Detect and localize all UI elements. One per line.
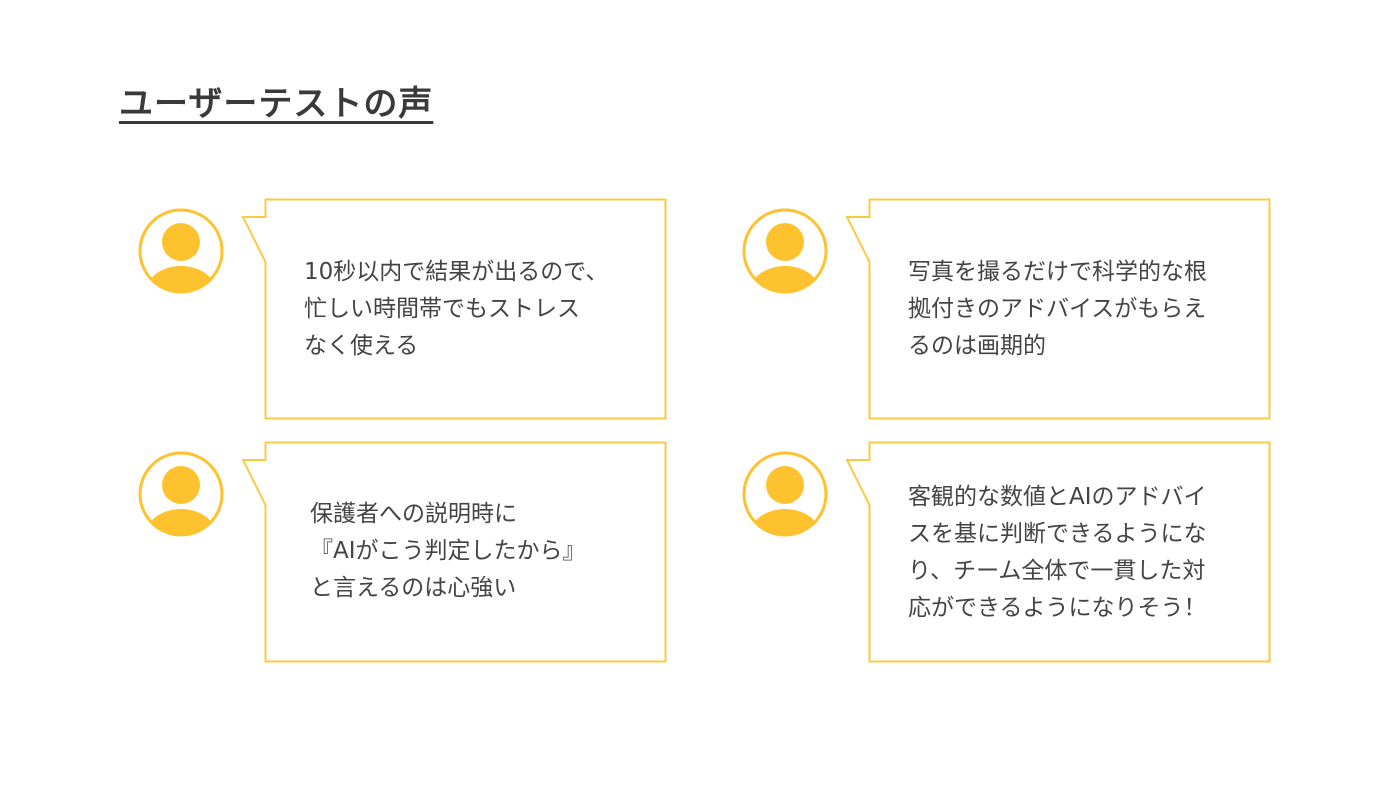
testimonial-line: 写真を撮るだけで科学的な根	[908, 259, 1207, 285]
user-avatar-icon	[742, 451, 828, 537]
user-avatar-icon	[742, 208, 828, 294]
speech-bubble: 10秒以内で結果が出るので、 忙しい時間帯でもストレス なく使える	[240, 198, 668, 420]
testimonial-line: スを基に判断できるようにな	[908, 521, 1207, 547]
testimonial-text: 客観的な数値とAIのアドバイ スを基に判断できるようにな り、チーム全体で一貫し…	[908, 479, 1248, 627]
user-avatar-icon	[138, 208, 224, 294]
speech-bubble: 客観的な数値とAIのアドバイ スを基に判断できるようにな り、チーム全体で一貫し…	[844, 441, 1272, 663]
speech-bubble: 写真を撮るだけで科学的な根 拠付きのアドバイスがもらえ るのは画期的	[844, 198, 1272, 420]
testimonial-line: り、チーム全体で一貫した対	[908, 558, 1206, 584]
speech-bubble-frame	[845, 198, 1271, 420]
testimonial-text: 10秒以内で結果が出るので、 忙しい時間帯でもストレス なく使える	[304, 254, 644, 365]
testimonial-line: 応ができるようになりそう！	[908, 595, 1207, 621]
testimonial-line: 忙しい時間帯でもストレス	[304, 296, 580, 322]
page-title: ユーザーテストの声	[119, 84, 434, 124]
testimonial-line: と言えるのは心強い	[310, 575, 517, 601]
testimonial-line: なく使える	[304, 333, 419, 359]
testimonial-line: るのは画期的	[908, 333, 1046, 359]
testimonial-line: 『AIがこう判定したから』	[310, 538, 586, 564]
testimonial-line: 拠付きのアドバイスがもらえ	[908, 296, 1207, 322]
speech-bubble-frame	[845, 441, 1271, 663]
testimonial-text: 写真を撮るだけで科学的な根 拠付きのアドバイスがもらえ るのは画期的	[908, 254, 1248, 365]
speech-bubble-frame	[241, 441, 667, 663]
user-avatar-icon	[138, 451, 224, 537]
testimonial-line: 10秒以内で結果が出るので、	[304, 259, 609, 285]
testimonial-line: 保護者への説明時に	[310, 501, 517, 527]
testimonial-text: 保護者への説明時に 『AIがこう判定したから』 と言えるのは心強い	[310, 496, 650, 607]
speech-bubble: 保護者への説明時に 『AIがこう判定したから』 と言えるのは心強い	[240, 441, 668, 663]
testimonial-line: 客観的な数値とAIのアドバイ	[908, 484, 1207, 510]
speech-bubble-frame	[241, 198, 667, 420]
